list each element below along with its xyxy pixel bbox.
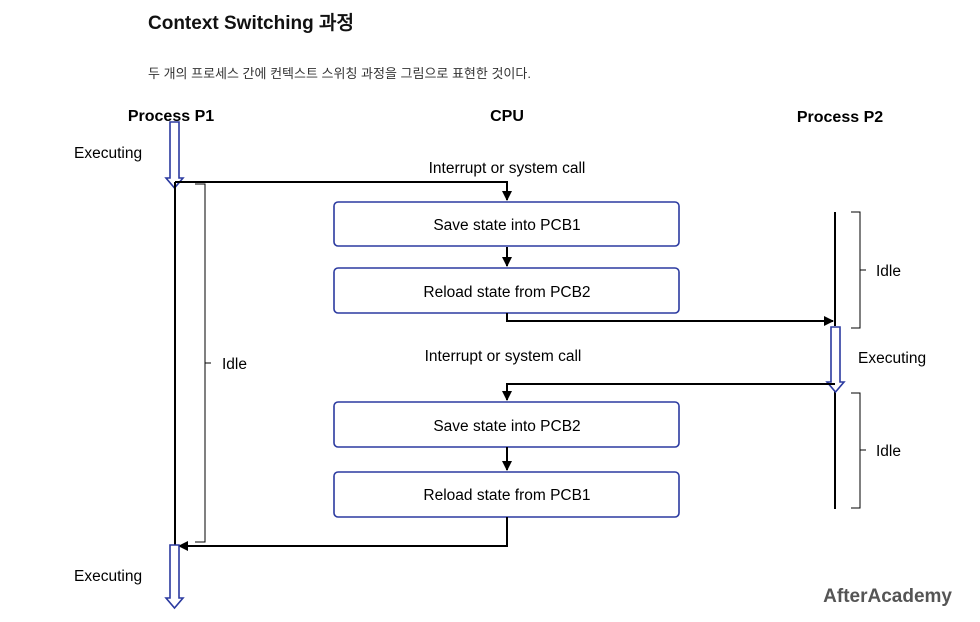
p1-idle-label: Idle: [222, 356, 247, 373]
p1-executing-arrow-top: [164, 121, 185, 190]
box-save-pcb1-label: Save state into PCB1: [433, 217, 580, 234]
interrupt-label-1: Interrupt or system call: [429, 160, 586, 177]
box-save-pcb2-label: Save state into PCB2: [433, 418, 580, 435]
page-title: Context Switching 과정: [148, 13, 354, 34]
p2-executing-label: Executing: [858, 350, 926, 367]
p2-idle-bracket-bottom: [851, 392, 866, 509]
interrupt-arrow-2: [502, 383, 835, 401]
p2-idle-bracket-top: [851, 211, 866, 329]
p2-idle-label-bottom: Idle: [876, 443, 901, 460]
column-header-p2: Process P2: [797, 109, 883, 126]
p2-executing-arrow: [825, 326, 846, 394]
box-reload-pcb2-label: Reload state from PCB2: [423, 284, 590, 301]
arrow-back-to-p1: [178, 517, 508, 551]
interrupt-arrow-1: [175, 181, 512, 201]
p1-executing-label-top: Executing: [74, 145, 142, 162]
p1-idle-bracket: [195, 183, 211, 543]
arrow-to-p2: [506, 313, 834, 326]
page-description: 두 개의 프로세스 간에 컨텍스트 스위칭 과정을 그림으로 표현한 것이다.: [148, 66, 531, 81]
p2-idle-label-top: Idle: [876, 263, 901, 280]
column-header-p1: Process P1: [128, 108, 214, 125]
p1-executing-arrow-bottom: [164, 544, 185, 610]
column-header-cpu: CPU: [490, 108, 524, 125]
box-save-pcb1: [333, 201, 680, 247]
brand-logo-text: AfterAcademy: [823, 586, 952, 607]
box-reload-pcb1-label: Reload state from PCB1: [423, 487, 590, 504]
p1-executing-label-bottom: Executing: [74, 568, 142, 585]
interrupt-label-2: Interrupt or system call: [425, 348, 582, 365]
